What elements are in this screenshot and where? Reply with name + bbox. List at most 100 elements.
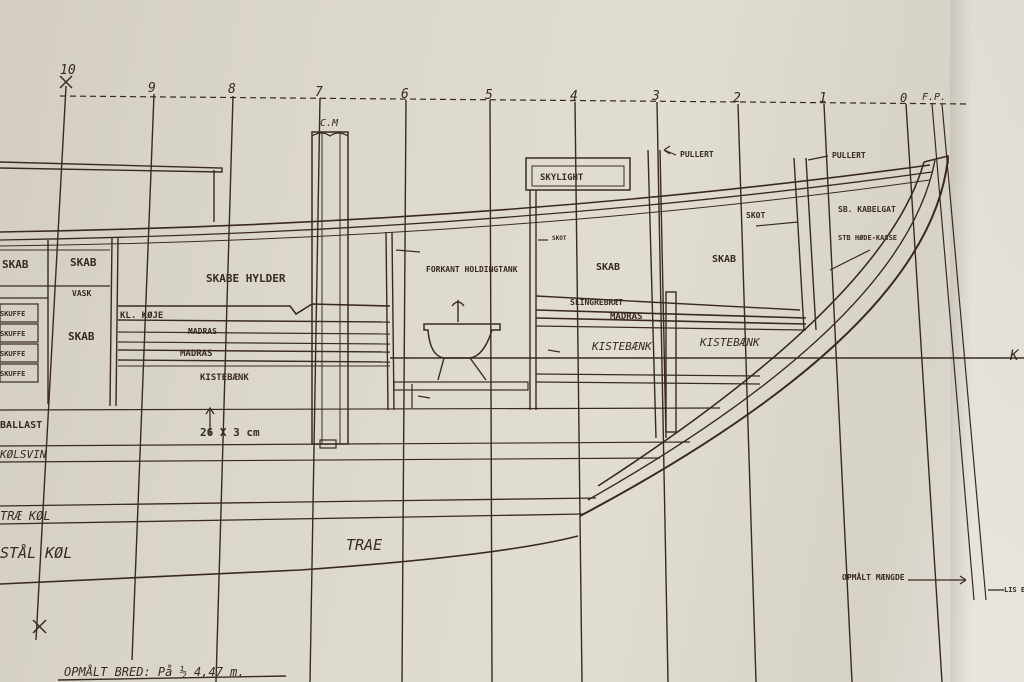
skylight	[525, 157, 631, 191]
label-madras: MADRAS	[188, 327, 217, 336]
bottom-note-underline	[57, 675, 287, 681]
sheer-lines	[0, 164, 933, 247]
mast-top	[311, 132, 349, 137]
stem-head	[923, 154, 949, 164]
label-forkant: FORKANT HOLDINGTANK	[426, 265, 518, 274]
label-ballast: BALLAST	[0, 420, 42, 431]
label-kistebank: KISTEBÆNK	[591, 340, 653, 353]
floor-step	[393, 381, 529, 391]
label-cm: C.M	[320, 118, 339, 129]
arrow	[547, 349, 561, 353]
bunk-post	[665, 291, 677, 433]
label-bottom-note: OPMÅLT BRED: På ½ 4,47 m.	[64, 664, 245, 679]
forward-cabin	[525, 149, 871, 439]
arrow	[807, 155, 829, 161]
arrow	[755, 221, 799, 227]
station-markers	[32, 75, 73, 634]
bulkhead	[109, 237, 113, 407]
bunk-fwd	[535, 309, 807, 319]
mast-outline	[311, 131, 349, 445]
station-line-8	[215, 95, 234, 682]
station-line-6	[401, 99, 407, 682]
drawer	[0, 303, 39, 323]
toilet	[393, 300, 529, 408]
bunk-line	[117, 341, 391, 345]
label-slingrebraet: SLINGREBRÆT	[570, 298, 623, 307]
pullert-post	[805, 157, 817, 331]
label-std-hode: STB HØDE-KASSE	[838, 234, 897, 242]
label-right-edge: LIS EFT TEG	[1004, 586, 1024, 594]
bunk-line	[117, 359, 391, 363]
station-line-5	[489, 99, 493, 682]
station-number: 9	[148, 81, 156, 96]
label-skab: SKAB	[712, 254, 736, 265]
drawing-labels: SKAB SKAB SKAB VASK SKABE HYLDER KL. KØJ…	[0, 118, 1024, 679]
station-number: 5	[485, 88, 493, 103]
keel-line-5	[0, 513, 585, 525]
label-skab: SKAB	[2, 258, 29, 271]
arrow	[205, 406, 215, 436]
label-stal-kol: STÅL KØL	[0, 543, 72, 562]
drawer	[0, 363, 39, 383]
station-number: 10	[60, 63, 76, 78]
station-line-3	[656, 101, 669, 682]
sheer-line-top	[0, 164, 931, 233]
bunk-line	[117, 331, 391, 335]
station-line-0	[905, 103, 943, 682]
bunk-post	[391, 231, 395, 411]
aft-cabin	[0, 161, 223, 407]
cabin-roof	[0, 161, 223, 173]
station-line-1	[823, 103, 853, 682]
label-skot: SKOT	[746, 211, 765, 220]
keel-line-4	[0, 497, 597, 507]
station-numbers: 10 9 8 7 6 5 4 3 2 1 0 F.P.	[60, 63, 946, 106]
drawer	[0, 343, 39, 363]
paper-fold	[950, 0, 1024, 682]
station-line-4	[574, 101, 583, 682]
berth	[117, 231, 395, 411]
station-line-7	[309, 97, 321, 682]
keel-line-3	[0, 457, 661, 463]
station-line-2	[737, 103, 757, 682]
bunk-top-2	[117, 319, 391, 323]
mast	[311, 131, 349, 449]
station-lines	[35, 85, 987, 682]
bulkhead	[115, 237, 119, 407]
station-number: F.P.	[922, 92, 946, 103]
label-pullert: PULLERT	[832, 151, 866, 160]
label-kolsvin: KØLSVIN	[0, 448, 47, 461]
station-number: 8	[228, 82, 236, 97]
bunk-post	[385, 231, 389, 411]
stem	[579, 154, 949, 517]
toilet-base	[437, 357, 487, 381]
bunk-fwd	[535, 381, 761, 385]
stem-mid	[587, 159, 936, 501]
label-k: K	[1009, 348, 1020, 364]
label-opmaalt-mengde: OPMÅLT MÆNGDE	[842, 572, 905, 582]
station-number: 0	[900, 91, 907, 105]
bunk-fwd	[535, 373, 761, 377]
keel-lines	[0, 407, 721, 585]
bunk-line	[117, 349, 391, 353]
keel-line-1	[0, 407, 721, 411]
arrow	[908, 575, 967, 585]
arrow	[663, 145, 677, 156]
skylight-inner	[531, 165, 625, 187]
x-marker	[59, 75, 73, 89]
sheer-line-2	[0, 171, 933, 241]
station-number: 3	[651, 89, 660, 104]
label-skuffe: SKUFFE	[0, 350, 25, 358]
keel-line-6	[0, 535, 579, 585]
station-line-fp	[931, 103, 975, 601]
label-trae: TRAE	[346, 536, 382, 554]
drawer	[0, 323, 39, 343]
label-skabe-hylder: SKABE HYLDER	[206, 272, 286, 285]
label-skylight: SKYLIGHT	[540, 173, 584, 183]
stem-inner	[597, 161, 925, 487]
bunk-fwd	[535, 325, 807, 331]
reference-line	[59, 95, 971, 105]
label-kl-koje: KL. KØJE	[120, 310, 163, 321]
station-number: 2	[733, 91, 741, 106]
